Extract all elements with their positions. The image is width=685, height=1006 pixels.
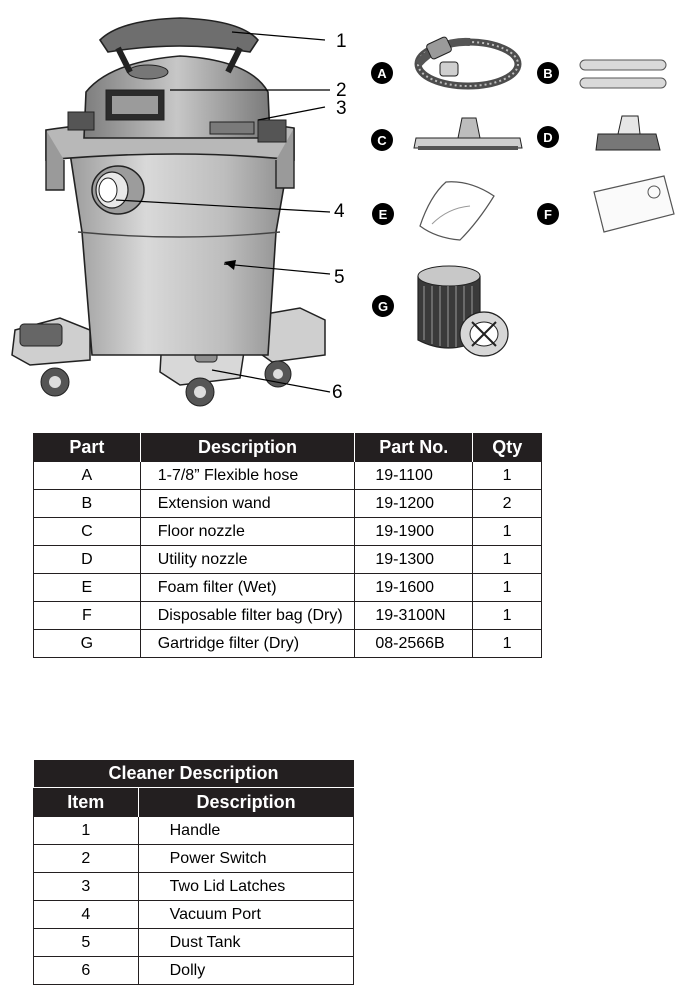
svg-text:B: B [543, 66, 552, 81]
cell-part-no: 19-3100N [354, 601, 474, 630]
cell-qty: 1 [472, 545, 542, 574]
table-row: 1 Handle [33, 816, 355, 845]
cell-qty: 1 [472, 461, 542, 490]
accessory-d-utility-nozzle: D [537, 115, 661, 151]
cell-description: Dust Tank [137, 928, 355, 957]
product-illustration: 1 2 3 4 5 6 A B C D E [11, 17, 675, 407]
cell-part: G [33, 629, 141, 658]
cell-part-no: 19-1900 [354, 517, 474, 546]
cell-part: F [33, 601, 141, 630]
table-row: D Utility nozzle 19-1300 1 [33, 545, 542, 574]
accessory-g-cartridge-filter: G [372, 265, 509, 357]
cell-part: A [33, 461, 141, 490]
header-part-no: Part No. [354, 433, 473, 462]
svg-text:C: C [377, 133, 387, 148]
cell-item: 4 [33, 900, 139, 929]
cell-qty: 1 [472, 601, 542, 630]
table-row: B Extension wand 19-1200 2 [33, 489, 542, 518]
parts-table: Part Description Part No. Qty A 1-7/8” F… [33, 433, 542, 658]
accessory-b-extension-wand: B [537, 59, 667, 89]
cell-part: B [33, 489, 141, 518]
table-row: G Gartridge filter (Dry) 08-2566B 1 [33, 629, 542, 658]
table-row: C Floor nozzle 19-1900 1 [33, 517, 542, 546]
badge-c [371, 129, 393, 151]
header-description: Description [139, 433, 355, 462]
callout-2: 2 [336, 80, 347, 101]
cell-qty: 1 [472, 573, 542, 602]
badge-g [372, 295, 394, 317]
badge-a [371, 62, 393, 84]
badge-b [537, 62, 559, 84]
cell-part: C [33, 517, 141, 546]
cell-item: 2 [33, 844, 139, 873]
cell-qty: 1 [472, 517, 542, 546]
table-row: 4 Vacuum Port [33, 900, 355, 929]
table-row: F Disposable filter bag (Dry) 19-3100N 1 [33, 601, 542, 630]
cell-description: Two Lid Latches [137, 872, 355, 901]
callout-4: 4 [334, 201, 345, 222]
accessory-f-filter-bag: F [537, 175, 675, 233]
badge-e [372, 203, 394, 225]
svg-text:A: A [377, 66, 387, 81]
cleaner-table-header: Item Description [33, 787, 354, 817]
table-row: A 1-7/8” Flexible hose 19-1100 1 [33, 461, 542, 490]
table-row: E Foam filter (Wet) 19-1600 1 [33, 573, 542, 602]
callout-5: 5 [334, 267, 345, 288]
header-item: Item [33, 787, 139, 817]
callout-3: 3 [336, 98, 347, 119]
callout-1: 1 [336, 31, 347, 52]
cleaner-table-caption: Cleaner Description [33, 760, 354, 788]
cell-description: 1-7/8” Flexible hose [139, 461, 356, 490]
cell-part: E [33, 573, 141, 602]
cleaner-description-table: Cleaner Description Item Description 1 H… [33, 760, 355, 985]
cell-part-no: 19-1300 [354, 545, 474, 574]
badge-d [537, 126, 559, 148]
svg-text:F: F [544, 207, 552, 222]
accessory-a-flexible-hose: A [371, 36, 522, 90]
header-part: Part [33, 433, 141, 462]
cell-description: Dolly [137, 956, 355, 985]
cell-description: Utility nozzle [139, 545, 356, 574]
badge-f [537, 203, 559, 225]
lid-latch [67, 111, 95, 131]
vacuum-port [91, 165, 145, 215]
cell-description: Foam filter (Wet) [139, 573, 356, 602]
cell-part-no: 08-2566B [354, 629, 474, 658]
svg-text:E: E [379, 207, 388, 222]
cell-part-no: 19-1200 [354, 489, 474, 518]
lid-latch [257, 119, 287, 143]
cell-description: Disposable filter bag (Dry) [139, 601, 356, 630]
cell-description: Handle [137, 816, 355, 845]
accessory-c-floor-nozzle: C [371, 117, 523, 151]
cell-description: Floor nozzle [139, 517, 356, 546]
accessory-e-foam-filter: E [372, 181, 495, 241]
cell-part-no: 19-1600 [354, 573, 474, 602]
table-row: 6 Dolly [33, 956, 355, 985]
cell-part: D [33, 545, 141, 574]
parts-table-header: Part Description Part No. Qty [33, 433, 542, 462]
cell-description: Extension wand [139, 489, 356, 518]
cell-item: 1 [33, 816, 139, 845]
cell-item: 6 [33, 956, 139, 985]
cell-description: Vacuum Port [137, 900, 355, 929]
table-row: 3 Two Lid Latches [33, 872, 355, 901]
wet-dry-vacuum [11, 17, 326, 407]
cell-part-no: 19-1100 [354, 461, 474, 490]
cell-description: Gartridge filter (Dry) [139, 629, 356, 658]
callout-leaders [115, 31, 331, 393]
cell-item: 3 [33, 872, 139, 901]
header-qty: Qty [472, 433, 542, 462]
svg-text:D: D [543, 130, 552, 145]
cell-item: 5 [33, 928, 139, 957]
table-row: 2 Power Switch [33, 844, 355, 873]
cell-qty: 1 [472, 629, 542, 658]
callout-6: 6 [332, 382, 343, 403]
cell-description: Power Switch [137, 844, 355, 873]
cell-qty: 2 [472, 489, 542, 518]
handle [98, 17, 260, 53]
table-row: 5 Dust Tank [33, 928, 355, 957]
header-description: Description [137, 787, 354, 817]
svg-text:G: G [378, 299, 388, 314]
